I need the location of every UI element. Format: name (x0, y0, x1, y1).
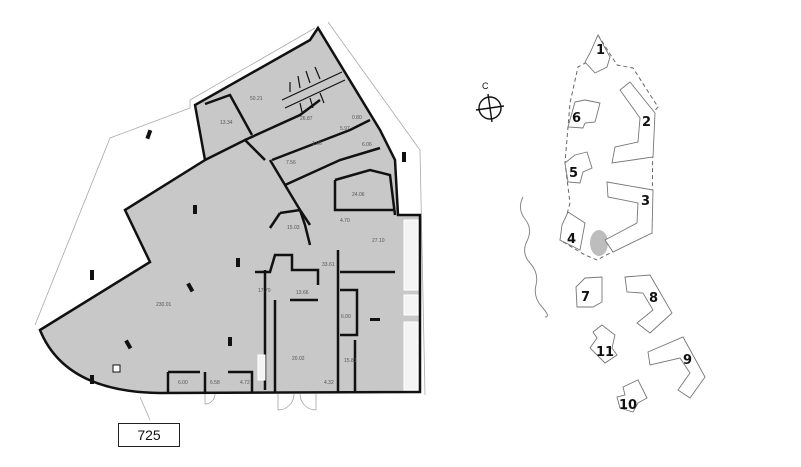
compass-label: C (482, 81, 489, 91)
site-buildings (559, 33, 706, 413)
room-area-label: 230.01 (156, 302, 172, 308)
room-area-label: 1.96 (312, 141, 322, 147)
room-area-label: 13.66 (296, 290, 309, 296)
room-area-label: 24.06 (352, 192, 365, 198)
room-area-label: 0.80 (352, 115, 362, 121)
room-area-label: 6.00 (178, 380, 188, 386)
building-4 (559, 211, 586, 251)
building-number: 1 (596, 43, 605, 58)
room-area-label: 17.70 (258, 288, 271, 294)
entrance-doors (204, 393, 317, 411)
room-area-label: 4.72 (240, 380, 250, 386)
building-number: 9 (683, 353, 692, 368)
river-line (519, 196, 548, 318)
compass-icon (475, 93, 505, 123)
interior-walls (166, 93, 397, 392)
room-area-label: 6.06 (362, 142, 372, 148)
shaft (112, 364, 121, 373)
building-number: 10 (619, 398, 637, 413)
building-number: 6 (572, 111, 581, 126)
building-1 (584, 33, 611, 74)
site-outline-lines (34, 21, 426, 421)
room-area-label: 20.02 (292, 356, 305, 362)
site-boundary (559, 33, 659, 261)
room-area-label: 13.34 (220, 120, 233, 126)
floor-area (38, 25, 422, 395)
building-2 (611, 81, 656, 164)
wc-stalls (281, 66, 346, 113)
building-11 (589, 324, 618, 364)
building-9 (647, 336, 706, 399)
building-10 (616, 379, 648, 413)
room-area-label: 33.61 (322, 262, 335, 268)
columns (90, 129, 406, 384)
room-area-label: 15.81 (344, 358, 357, 364)
building-number: 2 (642, 115, 651, 130)
building-6 (567, 99, 601, 129)
room-labels: 13.34 50.21 26.87 5.97 0.80 1.96 6.06 7.… (156, 96, 385, 386)
room-area-label: 6.58 (210, 380, 220, 386)
room-area-label: 6.00 (341, 314, 351, 320)
building-number: 4 (567, 232, 576, 247)
building-number: 3 (641, 194, 650, 209)
building-3 (604, 181, 654, 253)
room-area-label: 5.97 (340, 126, 350, 132)
stairs (257, 219, 419, 391)
room-area-label: 4.32 (324, 380, 334, 386)
building-number: 11 (596, 345, 614, 360)
building-number: 8 (649, 291, 658, 306)
highlighted-area (590, 230, 608, 256)
building-number: 5 (569, 166, 578, 181)
building-numbers: 1 2 3 4 5 6 7 8 9 10 11 (567, 43, 692, 413)
room-area-label: 50.21 (250, 96, 263, 102)
building-7 (575, 276, 603, 308)
room-area-label: 7.56 (286, 160, 296, 166)
building-8 (624, 274, 673, 334)
room-area-label: 27.10 (372, 238, 385, 244)
total-area-box: 725 (118, 423, 180, 447)
building-5 (564, 151, 593, 184)
room-area-label: 15.03 (287, 225, 300, 231)
room-area-label: 4.70 (340, 218, 350, 224)
room-area-label: 26.87 (300, 116, 313, 122)
building-number: 7 (581, 290, 590, 305)
